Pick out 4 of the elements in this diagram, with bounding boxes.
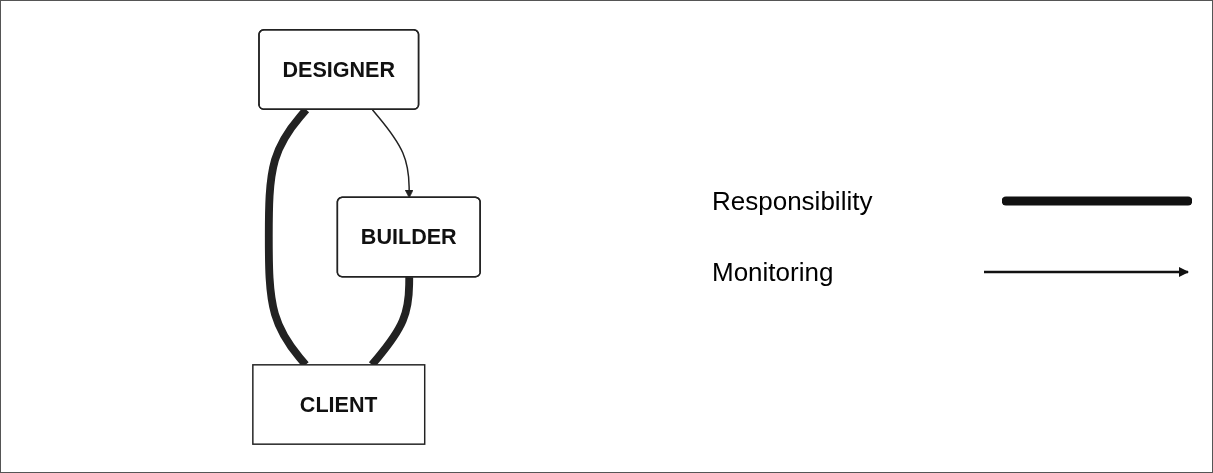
legend-text: Monitoring bbox=[712, 256, 834, 288]
arrow bbox=[371, 108, 414, 198]
node-box: CLIENT bbox=[252, 363, 426, 445]
legend-text: Responsibility bbox=[712, 185, 873, 217]
